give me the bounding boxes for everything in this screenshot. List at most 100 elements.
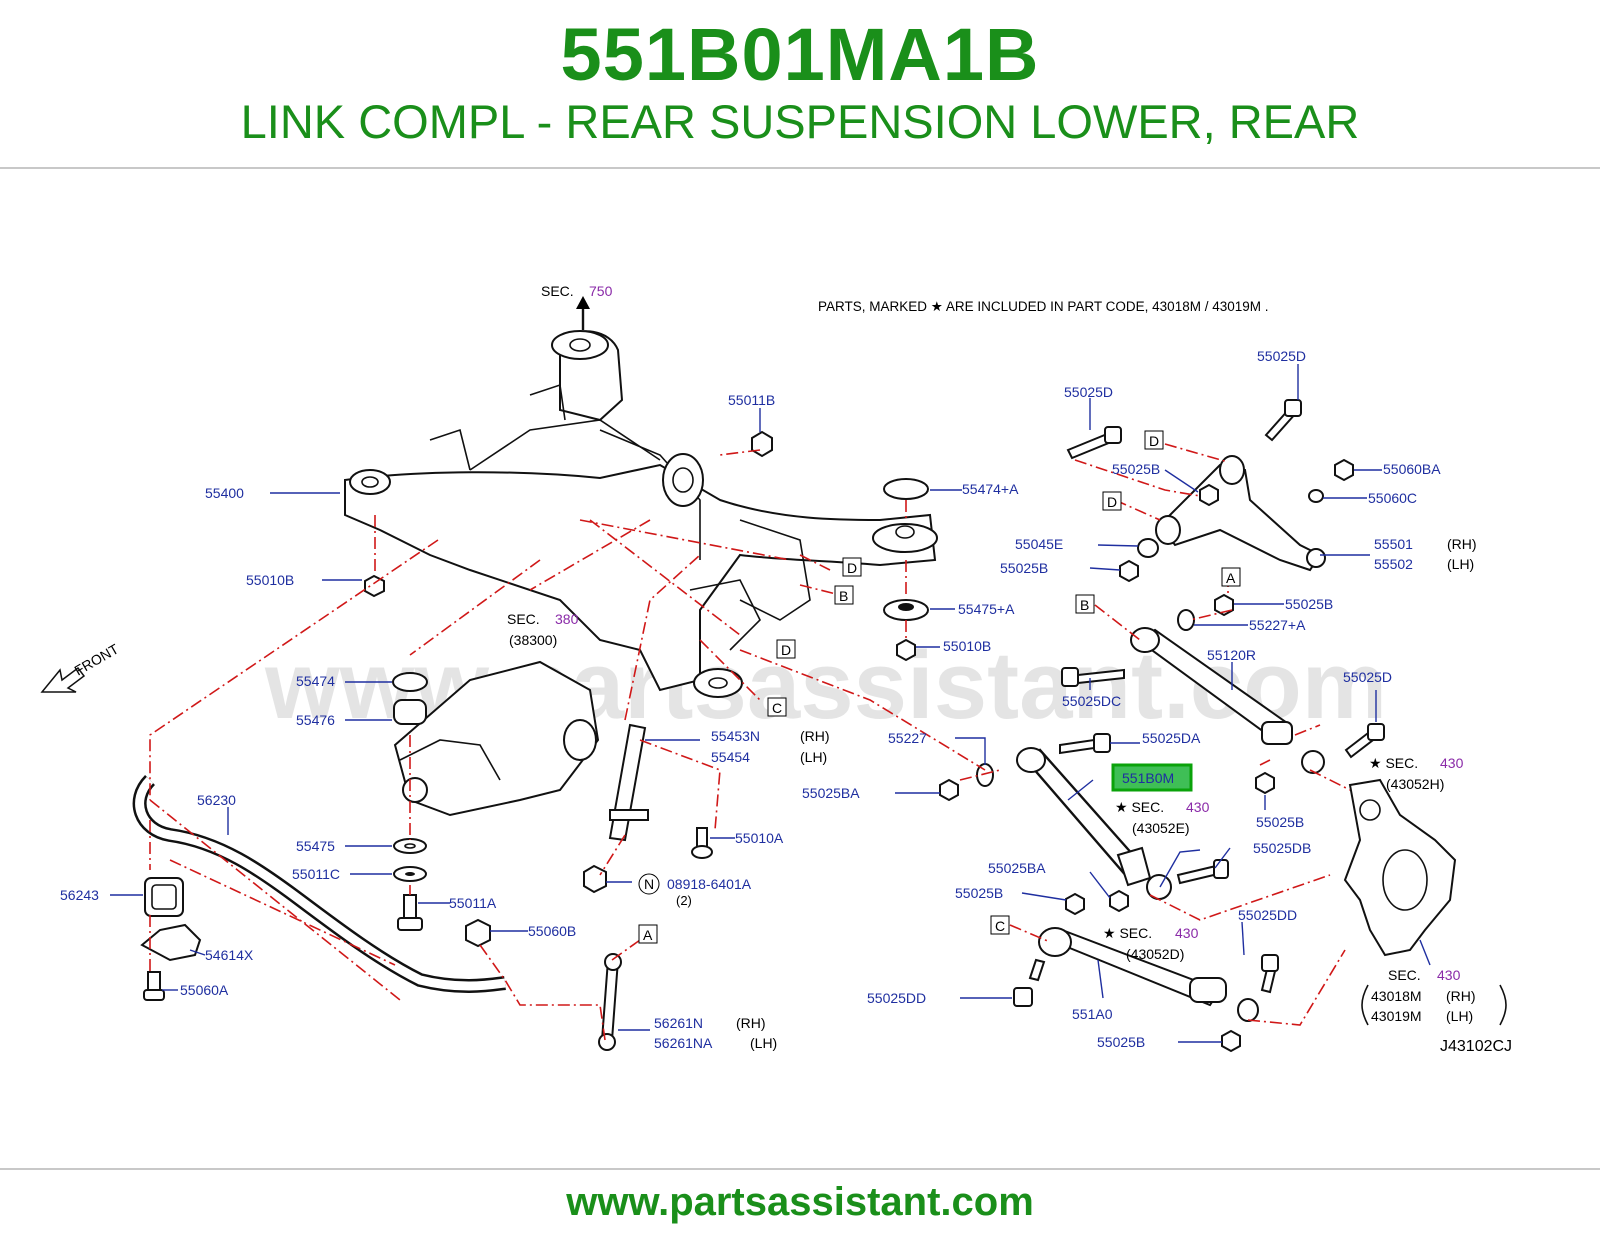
label-55501[interactable]: 55501 (1374, 536, 1413, 552)
knuckle-43018M[interactable] (1343, 778, 1457, 957)
website-link[interactable]: www.partsassistant.com (566, 1180, 1034, 1224)
bolt-55025D-3[interactable] (1344, 723, 1385, 759)
mount-bushing-55476[interactable] (393, 699, 427, 725)
label-55011B[interactable]: 55011B (728, 392, 775, 408)
bolt-55025DB[interactable] (1176, 859, 1229, 885)
bolt-55025DD-1[interactable] (1013, 958, 1046, 1007)
subframe-55400[interactable] (344, 330, 938, 698)
bolt-55011A[interactable] (397, 894, 423, 931)
bushing-56243[interactable] (144, 877, 184, 917)
svg-text:(LH): (LH) (750, 1035, 777, 1051)
nut-55011B[interactable] (751, 430, 773, 458)
label-55025B-3[interactable]: 55025B (1285, 596, 1333, 612)
label-08918-6401A[interactable]: 08918-6401A (667, 876, 752, 892)
nut-55025B-3[interactable] (1214, 593, 1234, 617)
label-54614X[interactable]: 54614X (205, 947, 254, 963)
label-551B0M[interactable]: 551B0M (1122, 770, 1174, 786)
nut-55025B-1[interactable] (1199, 483, 1219, 507)
label-55045E[interactable]: 55045E (1015, 536, 1063, 552)
svg-text:(2): (2) (676, 893, 692, 908)
label-55060BA[interactable]: 55060BA (1383, 461, 1441, 477)
bolt-55025DA[interactable] (1059, 733, 1111, 755)
nut-55025B-5[interactable] (1065, 892, 1085, 916)
bolt-55010A[interactable] (691, 827, 713, 859)
label-55025B-5[interactable]: 55025B (955, 885, 1003, 901)
label-56261NA[interactable]: 56261NA (654, 1035, 713, 1051)
label-55025B-1[interactable]: 55025B (1112, 461, 1160, 477)
svg-text:A: A (643, 927, 653, 943)
label-55025B-2[interactable]: 55025B (1000, 560, 1048, 576)
label-55025B-6[interactable]: 55025B (1097, 1034, 1145, 1050)
label-55025D-1[interactable]: 55025D (1064, 384, 1113, 400)
nut-55025BA-2[interactable] (1109, 889, 1129, 913)
label-55453N[interactable]: 55453N (711, 728, 760, 744)
label-55060C[interactable]: 55060C (1368, 490, 1417, 506)
label-55475A[interactable]: 55475+A (958, 601, 1015, 617)
label-55025BA-1[interactable]: 55025BA (802, 785, 860, 801)
label-55025D-3[interactable]: 55025D (1343, 669, 1392, 685)
label-55025DD-1[interactable]: 55025DD (867, 990, 926, 1006)
washer-55011C[interactable] (393, 866, 427, 882)
label-55010B[interactable]: 55010B (246, 572, 294, 588)
link-55453N[interactable] (608, 723, 649, 842)
label-55502[interactable]: 55502 (1374, 556, 1413, 572)
upper-arm-55501[interactable] (1155, 455, 1326, 572)
washer-55060C[interactable] (1308, 489, 1324, 503)
nut-55060B[interactable] (465, 918, 491, 948)
label-55227[interactable]: 55227 (888, 730, 927, 746)
label-56261N[interactable]: 56261N (654, 1015, 703, 1031)
stabilizer-link-56261N[interactable] (598, 953, 622, 1051)
label-55025B-4[interactable]: 55025B (1256, 814, 1304, 830)
label-55060B[interactable]: 55060B (528, 923, 576, 939)
label-55025D-2[interactable]: 55025D (1257, 348, 1306, 364)
bracket-54614X[interactable] (140, 923, 202, 962)
label-55476[interactable]: 55476 (296, 712, 335, 728)
label-55011A[interactable]: 55011A (449, 895, 497, 911)
label-55010A[interactable]: 55010A (735, 830, 784, 846)
highlight-551B0M-box[interactable] (1111, 763, 1193, 792)
label-55474[interactable]: 55474 (296, 673, 335, 689)
label-55025DA[interactable]: 55025DA (1142, 730, 1201, 746)
label-55475[interactable]: 55475 (296, 838, 335, 854)
nut-55025B-2[interactable] (1119, 559, 1139, 583)
bushing-55025B-4[interactable] (1255, 771, 1275, 795)
label-56230[interactable]: 56230 (197, 792, 236, 808)
mount-55475A[interactable] (883, 599, 929, 621)
label-55454[interactable]: 55454 (711, 749, 750, 765)
bolt-55025D-1[interactable] (1066, 426, 1122, 460)
label-55010B-2[interactable]: 55010B (943, 638, 991, 654)
label-55025DB[interactable]: 55025DB (1253, 840, 1311, 856)
bolt-55060A[interactable] (143, 971, 165, 1001)
mount-bushing-55474[interactable] (392, 672, 428, 692)
bolt-55025D-2[interactable] (1264, 399, 1302, 442)
label-551A0[interactable]: 551A0 (1072, 1006, 1113, 1022)
label-56243[interactable]: 56243 (60, 887, 99, 903)
svg-text:FRONT: FRONT (72, 640, 122, 678)
nut-55010B-left[interactable] (364, 574, 385, 598)
label-55025DD-2[interactable]: 55025DD (1238, 907, 1297, 923)
differential[interactable] (393, 660, 600, 817)
washer-55227A[interactable] (1177, 609, 1195, 631)
label-55011C[interactable]: 55011C (292, 866, 340, 882)
nut-55025BA-1[interactable] (939, 778, 959, 802)
label-55025BA-2[interactable]: 55025BA (988, 860, 1046, 876)
mount-55474A[interactable] (883, 478, 929, 500)
nut-55060BA[interactable] (1334, 458, 1354, 482)
bolt-55025DD-2[interactable] (1260, 954, 1279, 994)
washer-55475[interactable] (393, 838, 427, 854)
link-551B0M[interactable] (1016, 747, 1152, 887)
nut-08918-6401A[interactable] (583, 864, 607, 894)
label-55025DC[interactable]: 55025DC (1062, 693, 1121, 709)
label-55120R[interactable]: 55120R (1207, 647, 1256, 663)
nut-55010B-right[interactable] (896, 638, 916, 662)
label-55060A[interactable]: 55060A (180, 982, 229, 998)
link-551A0[interactable] (1038, 927, 1227, 1007)
washer-55045E[interactable] (1137, 538, 1159, 558)
svg-text:(LH): (LH) (1447, 556, 1474, 572)
link-55120R[interactable] (1130, 627, 1293, 745)
label-55227A[interactable]: 55227+A (1249, 617, 1306, 633)
label-55474A[interactable]: 55474+A (962, 481, 1019, 497)
label-55400[interactable]: 55400 (205, 485, 244, 501)
stabilizer-bar-56230[interactable] (132, 775, 506, 993)
nut-55025B-6[interactable] (1221, 1029, 1241, 1053)
